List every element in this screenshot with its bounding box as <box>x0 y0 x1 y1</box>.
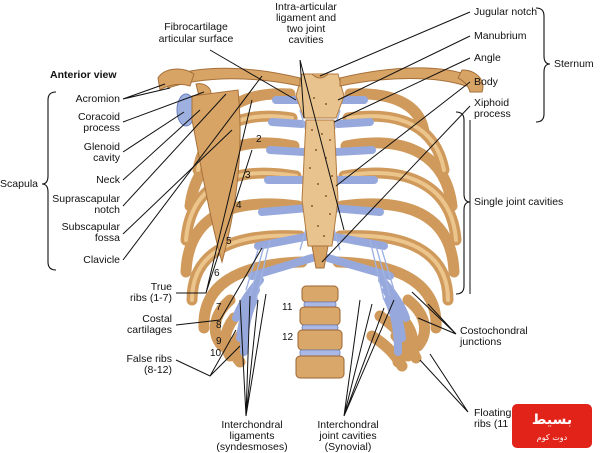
leader-suprascapular <box>122 93 227 207</box>
leader-manubrium <box>337 35 471 101</box>
rib-number-12: 12 <box>282 332 294 343</box>
label-neck: Neck <box>96 174 121 186</box>
scapula-bracket <box>41 91 57 271</box>
watermark-sub: دوت كوم <box>537 433 568 442</box>
rib-number-9: 9 <box>216 336 222 347</box>
leader-neck <box>122 109 201 181</box>
vertebra-t12 <box>301 285 339 303</box>
leader-intra-articular <box>299 59 345 231</box>
rib-number-5: 5 <box>226 236 232 247</box>
label-manubrium: Manubrium <box>474 30 527 42</box>
acromion-shape <box>157 68 195 91</box>
manubrium-shape <box>295 73 345 119</box>
label-clavicle: Clavicle <box>83 254 120 266</box>
leader-fibrocartilage <box>209 49 297 101</box>
right-rib-1 <box>344 88 430 138</box>
rib-number-2: 2 <box>256 134 262 145</box>
watermark-main: بسيط <box>532 412 572 428</box>
label-angle: Angle <box>474 52 501 64</box>
vertebra-l3 <box>295 355 345 379</box>
rib-number-4: 4 <box>236 200 242 211</box>
leader-coracoid <box>122 91 205 123</box>
rib-number-10: 10 <box>210 348 222 359</box>
right-rib-8 <box>402 294 430 352</box>
rib-number-8: 8 <box>216 320 222 331</box>
costal-cartilages <box>232 96 410 356</box>
left-rib-8 <box>209 294 236 352</box>
vertebral-column <box>295 285 345 379</box>
leader-xiphoid <box>321 105 471 263</box>
leader-costal <box>175 247 263 326</box>
label-single-joint: Single joint cavities <box>474 196 563 208</box>
rib-number-6: 6 <box>214 268 220 279</box>
label-sternum: Sternum <box>554 58 594 70</box>
leader-costochondral <box>411 291 457 335</box>
right-rib-3 <box>340 137 458 212</box>
single-joint-bracket <box>455 111 471 295</box>
vertebra-l2 <box>297 329 343 351</box>
leader-glenoid <box>122 111 185 153</box>
clavicle-shape <box>164 67 301 89</box>
right-rib-5 <box>336 198 460 278</box>
xiphoid-shape <box>311 245 329 269</box>
leader-body <box>335 81 471 187</box>
brackets <box>41 7 551 295</box>
label-false-ribs: False ribs(8-12) <box>126 353 172 376</box>
scapula-shape <box>191 89 241 264</box>
vertebra-l1 <box>299 306 341 326</box>
leader-subscapular <box>122 129 233 235</box>
leader-angle <box>333 57 471 123</box>
sternum-bracket <box>535 7 551 123</box>
right-acromion-shape <box>457 69 484 93</box>
label-acromion: Acromion <box>76 93 121 105</box>
sternum-body-shape <box>301 119 339 247</box>
label-jugular-notch: Jugular notch <box>474 6 537 18</box>
watermark-logo: بسيط دوت كوم <box>512 404 592 448</box>
leader-acromion <box>122 83 171 100</box>
leader-false-ribs <box>175 329 241 377</box>
leader-interchondral-joint <box>343 299 395 417</box>
leader-interchondral-lig <box>239 293 267 417</box>
right-floating-rib-12 <box>366 330 408 372</box>
leader-lines <box>122 11 471 417</box>
label-body: Body <box>474 76 499 88</box>
leader-clavicle <box>122 75 263 261</box>
rib-numbers: 2 3 4 5 6 7 8 9 10 11 12 <box>210 134 294 359</box>
leader-true-ribs <box>176 99 253 294</box>
leader-jugular-notch <box>319 11 471 77</box>
view-title: Anterior view <box>50 69 117 81</box>
label-scapula: Scapula <box>0 178 38 190</box>
right-shoulder <box>339 67 484 93</box>
rib-number-7: 7 <box>216 302 222 313</box>
left-rib-9 <box>219 312 240 362</box>
sternum <box>295 73 345 269</box>
right-clavicle-shape <box>339 67 471 87</box>
leader-floating <box>419 353 469 413</box>
rib-number-3: 3 <box>245 170 251 181</box>
rib-number-11: 11 <box>282 302 293 313</box>
left-shoulder <box>157 67 301 264</box>
